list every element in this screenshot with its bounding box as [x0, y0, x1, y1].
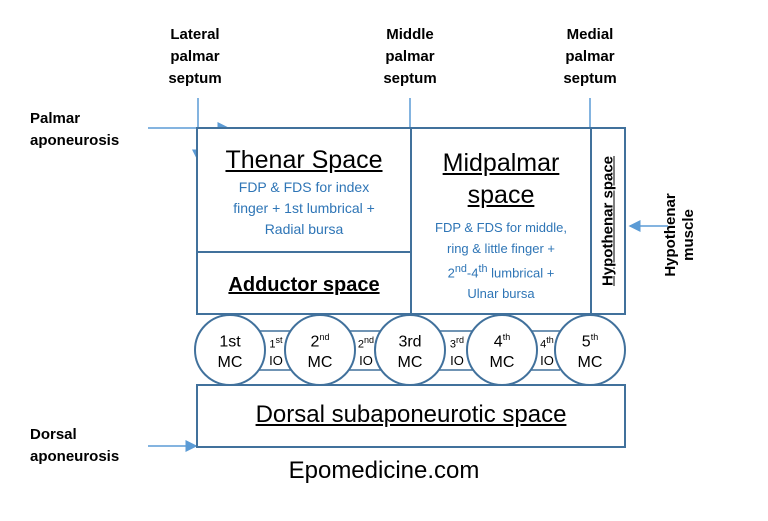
midpalmar-sup: nd: [454, 263, 467, 275]
interosseous-num-text: 1: [269, 338, 276, 351]
interosseous-label: IO: [540, 352, 554, 368]
metacarpal-num-text: 2: [310, 333, 320, 351]
interosseous-label: IO: [450, 352, 464, 368]
interosseous-label: IO: [269, 352, 283, 368]
metacarpal-num: 5th: [582, 327, 598, 352]
interosseous-label: IO: [359, 352, 373, 368]
midpalmar-title-line: Midpalmar: [442, 149, 560, 177]
interosseous-sup: rd: [456, 335, 465, 345]
middle-septum-label-line: Middle: [386, 26, 434, 43]
palmar-aponeurosis-label-line: aponeurosis: [30, 132, 120, 149]
thenar-content-line: Radial bursa: [264, 221, 344, 237]
metacarpal-num: 1st: [219, 327, 240, 352]
midpalmar-space-title: Midpalmar space: [412, 147, 590, 211]
interosseous-num: 2nd: [356, 334, 376, 351]
midpalmar-space-contents: FDP & FDS for middle, ring & little fing…: [412, 217, 590, 304]
lateral-septum-label-line: septum: [168, 70, 222, 87]
interosseous-sup: th: [546, 335, 554, 345]
metacarpal-num-text: 4: [493, 333, 503, 351]
metacarpal-num: 3rd: [398, 327, 421, 352]
dorsal-aponeurosis-label: Dorsal aponeurosis: [30, 424, 119, 468]
metacarpal-2: 2nd MC: [284, 314, 356, 386]
metacarpal-sup: nd: [319, 332, 330, 343]
midpalmar-num: 2: [447, 265, 455, 281]
metacarpal-sup: th: [502, 332, 511, 343]
adductor-space-title: Adductor space: [228, 274, 380, 296]
midpalmar-content-line: Ulnar bursa: [467, 286, 535, 302]
thenar-space-box: Thenar Space FDP & FDS for index finger …: [196, 127, 412, 253]
midpalmar-content-line: 2nd-4th lumbrical +: [412, 259, 590, 283]
hypothenar-space-box: Hypothenar space: [590, 127, 626, 315]
palmar-aponeurosis-label: Palmar aponeurosis: [30, 108, 119, 152]
adductor-space-box: Adductor space: [196, 251, 412, 315]
watermark-text: Epomedicine.com: [288, 457, 480, 484]
midpalmar-text: -4: [466, 265, 479, 281]
thenar-space-contents: FDP & FDS for index finger + 1st lumbric…: [198, 177, 410, 240]
medial-septum-label: Medial palmar septum: [550, 24, 630, 90]
middle-septum-label-line: palmar: [385, 48, 435, 65]
middle-septum-label: Middle palmar septum: [370, 24, 450, 90]
thenar-space-title: Thenar Space: [225, 146, 383, 174]
dorsal-space-box: Dorsal subaponeurotic space: [196, 384, 626, 448]
lateral-septum-label: Lateral palmar septum: [160, 24, 230, 90]
metacarpal-num: 2nd: [311, 327, 330, 352]
midpalmar-space-box: Midpalmar space FDP & FDS for middle, ri…: [410, 127, 592, 315]
metacarpal-4: 4th MC: [466, 314, 538, 386]
dorsal-aponeurosis-label-line: aponeurosis: [30, 448, 120, 465]
hypothenar-space-title: Hypothenar space: [599, 155, 617, 287]
lateral-septum-label-line: palmar: [170, 48, 220, 65]
interosseous-2: 2nd IO: [356, 334, 376, 369]
midpalmar-content-line: FDP & FDS for middle,: [435, 220, 567, 235]
metacarpal-label: MC: [217, 353, 243, 371]
interosseous-num-text: 3: [449, 338, 457, 351]
middle-septum-label-line: septum: [383, 70, 437, 87]
thenar-content-line: finger + 1st lumbrical +: [233, 200, 375, 216]
metacarpal-label: MC: [397, 353, 423, 371]
medial-septum-label-line: palmar: [565, 48, 615, 65]
interosseous-3: 3rd IO: [446, 334, 468, 369]
interosseous-sup: nd: [364, 335, 375, 345]
hypothenar-muscle-label: Hypothenar muscle: [662, 193, 697, 277]
interosseous-sup: st: [275, 335, 283, 345]
metacarpal-num-text: 3rd: [398, 333, 422, 351]
metacarpal-num: 4th: [494, 327, 510, 352]
interosseous-4: 4th IO: [537, 334, 557, 369]
interosseous-1: 1st IO: [266, 334, 286, 369]
metacarpal-label: MC: [307, 353, 333, 371]
thenar-content-line: FDP & FDS for index: [238, 179, 370, 195]
interosseous-num-text: 4: [540, 338, 547, 351]
metacarpal-num-text: 5: [581, 333, 591, 351]
metacarpal-1: 1st MC: [194, 314, 266, 386]
midpalmar-text: lumbrical +: [487, 265, 555, 281]
metacarpal-3: 3rd MC: [374, 314, 446, 386]
metacarpal-label: MC: [577, 353, 603, 371]
dorsal-space-title: Dorsal subaponeurotic space: [255, 401, 567, 428]
medial-septum-label-line: Medial: [566, 26, 614, 43]
midpalmar-title-line: space: [467, 181, 535, 209]
metacarpal-num-text: 1st: [219, 333, 241, 351]
lateral-septum-label-line: Lateral: [170, 26, 220, 43]
interosseous-num: 3rd: [446, 334, 468, 351]
medial-septum-label-line: septum: [563, 70, 617, 87]
midpalmar-sup: th: [478, 263, 488, 275]
dorsal-aponeurosis-label-line: Dorsal: [30, 426, 77, 443]
interosseous-num-text: 2: [357, 338, 365, 351]
metacarpal-5: 5th MC: [554, 314, 626, 386]
metacarpal-sup: th: [590, 332, 599, 343]
midpalmar-content-line: ring & little finger +: [446, 241, 556, 256]
interosseous-num: 1st: [266, 334, 286, 351]
metacarpal-label: MC: [489, 353, 515, 371]
interosseous-num: 4th: [537, 334, 557, 351]
palmar-aponeurosis-label-line: Palmar: [30, 110, 81, 127]
